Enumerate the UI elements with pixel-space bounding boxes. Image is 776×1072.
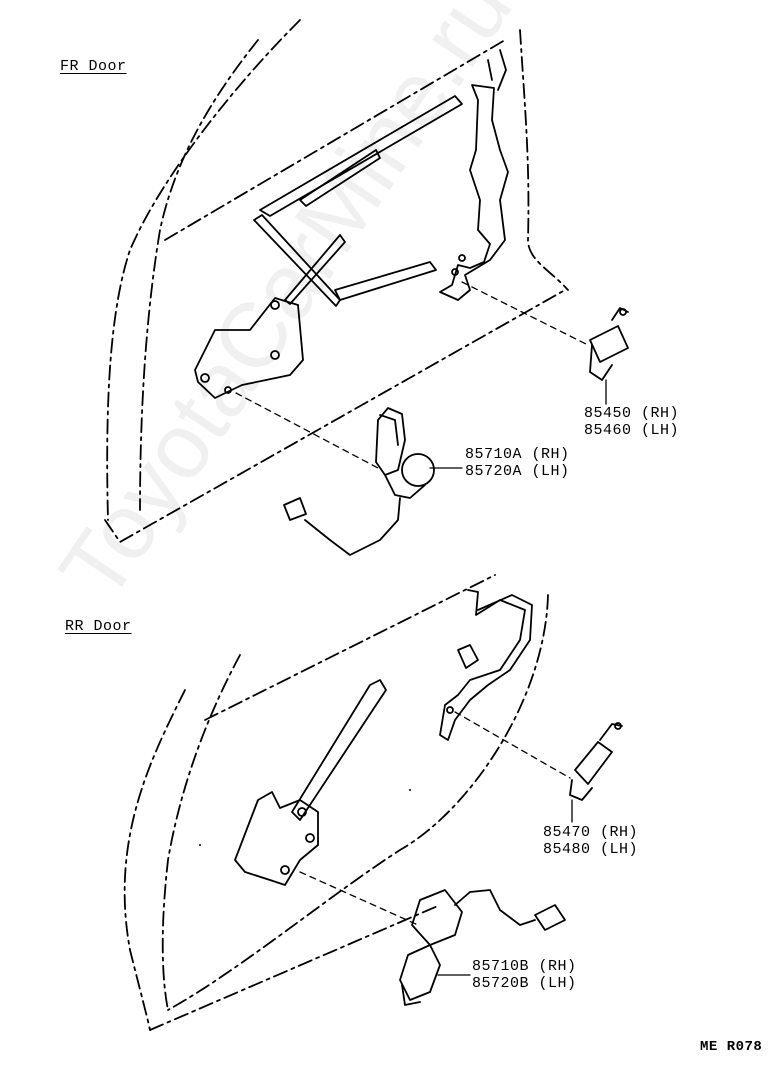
figure-code: ME R078	[700, 1039, 763, 1055]
part-label-rr-motor-rh: 85710B (RH)	[472, 958, 577, 975]
part-label-rr-motor-lh: 85720B (LH)	[472, 975, 577, 992]
part-label-rr-switch-rh: 85470 (RH)	[543, 824, 639, 841]
fr-lock-motor-icon	[589, 307, 629, 381]
fr-door-lock	[439, 49, 509, 301]
section-title-rr-door: RR Door	[65, 618, 132, 635]
rr-leaders	[299, 711, 571, 926]
fr-door-regulator	[194, 95, 463, 399]
rr-door-lock	[439, 589, 533, 741]
part-label-rr-switch-lh: 85480 (LH)	[543, 841, 639, 858]
rr-lock-motor-icon	[569, 722, 623, 801]
part-label-fr-switch-lh: 85460 (LH)	[584, 422, 680, 439]
fr-pointer-lines	[429, 379, 607, 469]
part-label-fr-motor-lh: 85720A (LH)	[465, 463, 570, 480]
fr-window-motor-icon	[283, 407, 435, 556]
part-label-fr-switch-rh: 85450 (RH)	[584, 405, 680, 422]
section-title-fr-door: FR Door	[60, 58, 127, 75]
rr-door-outline	[123, 574, 549, 1031]
part-label-fr-motor-rh: 85710A (RH)	[465, 446, 570, 463]
rr-pointer-lines	[437, 799, 573, 976]
rr-door-regulator	[234, 679, 387, 886]
fr-leaders	[235, 281, 589, 469]
rr-window-motor-icon	[399, 889, 566, 1006]
fr-door-outline	[104, 19, 569, 543]
